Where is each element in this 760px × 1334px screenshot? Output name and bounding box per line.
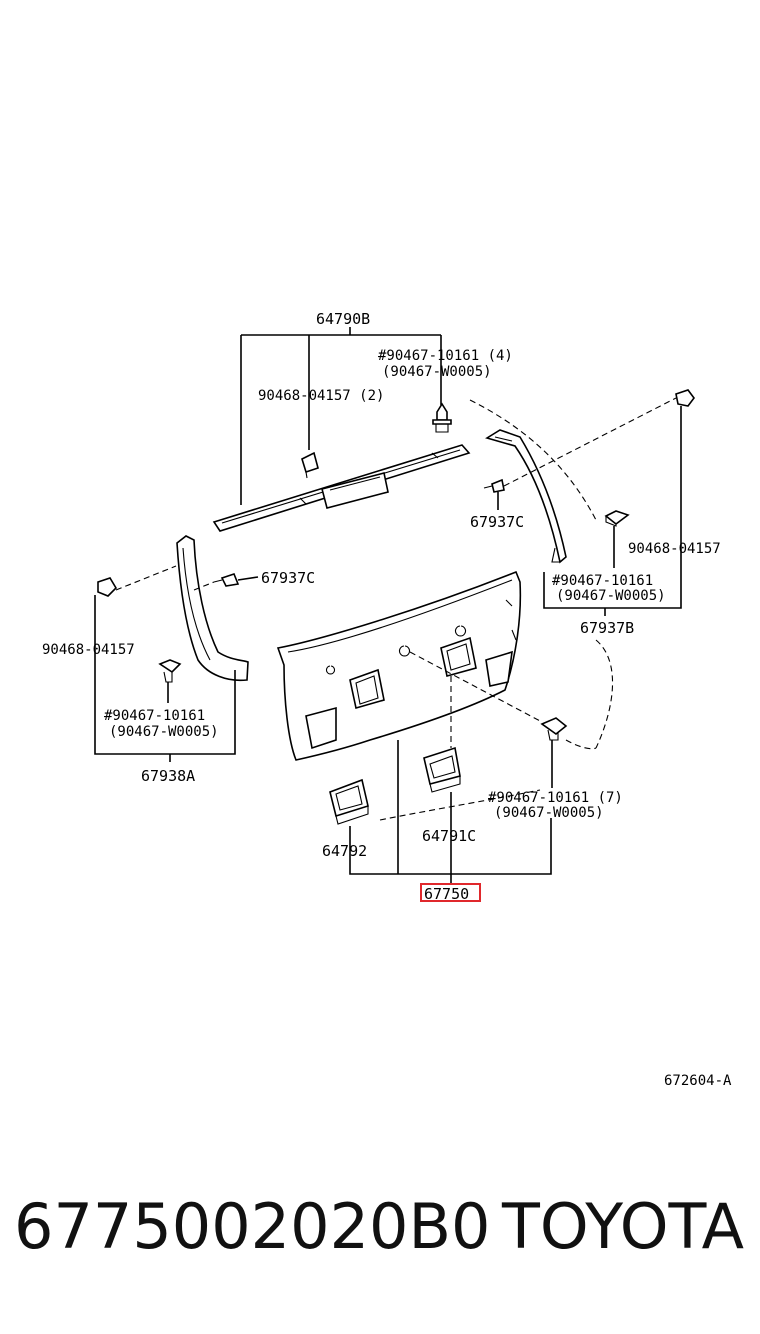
footer: 6775002020B0 TOYOTA	[0, 1190, 760, 1280]
label-67750: 67750	[424, 885, 469, 903]
rivet-90467-left	[158, 659, 182, 703]
label-90468-top: 90468-04157 (2)	[258, 388, 384, 404]
brand-name: TOYOTA	[501, 1190, 744, 1263]
rivet-90467-right	[604, 510, 630, 568]
back-door-trim-board	[276, 570, 522, 761]
label-67937C-left: 67937C	[261, 569, 315, 587]
bracket-64790B	[240, 327, 442, 505]
left-side-garnish	[176, 535, 249, 682]
clip-90468-left	[97, 577, 118, 597]
part-number: 6775002020B0	[14, 1190, 491, 1263]
bracket-67750	[349, 740, 552, 884]
label-90467-left-2: (90467-W0005)	[109, 724, 219, 740]
label-90468-right: 90468-04157	[628, 541, 721, 557]
label-90467-right-1: #90467-10161	[552, 573, 653, 589]
screw-67937C-left	[213, 573, 259, 587]
label-64792: 64792	[322, 842, 367, 860]
label-90467-top-2: (90467-W0005)	[382, 364, 492, 380]
cover-64792	[329, 778, 369, 825]
label-90468-left: 90468-04157	[42, 642, 135, 658]
right-side-garnish	[485, 429, 567, 564]
label-67938A: 67938A	[141, 767, 195, 785]
screw-67937C-right	[483, 478, 505, 510]
rivet-90467-bottom	[540, 717, 568, 788]
clip-90468-top	[301, 451, 319, 479]
label-64790B: 64790B	[316, 310, 370, 328]
pull-handle-64791C	[423, 746, 461, 793]
label-90467-top-1: #90467-10161 (4)	[378, 348, 513, 364]
parts-diagram: 64790B #90467-10161 (4) (90467-W0005) 90…	[42, 310, 732, 1089]
label-67937B: 67937B	[580, 619, 634, 637]
label-90467-bottom-2: (90467-W0005)	[494, 805, 604, 821]
highlight-box-67750	[420, 883, 481, 902]
label-diagram-code: 672604-A	[664, 1073, 732, 1089]
label-67937C-right: 67937C	[470, 513, 524, 531]
upper-garnish-strip	[212, 444, 471, 532]
clip-90468-right	[675, 389, 695, 407]
label-90467-left-1: #90467-10161	[104, 708, 205, 724]
label-90467-right-2: (90467-W0005)	[556, 588, 666, 604]
label-64791C: 64791C	[422, 827, 476, 845]
rivet-90467-top	[432, 402, 452, 433]
label-90467-bottom-1: #90467-10161 (7)	[488, 790, 623, 806]
